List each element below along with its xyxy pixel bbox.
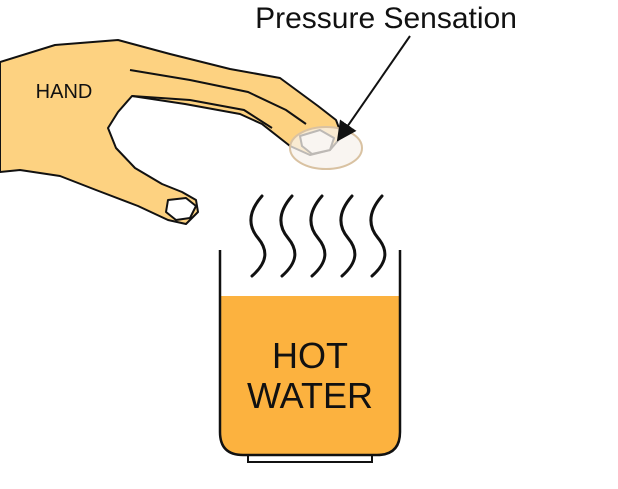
hand-shape (0, 39, 343, 225)
steam-wave-5 (369, 194, 387, 278)
thumb-nail (165, 197, 197, 221)
hot-label: HOT (272, 335, 348, 376)
water-label: WATER (247, 375, 373, 416)
hand-label: HAND (36, 81, 93, 103)
pressure-sensation-label: Pressure Sensation (255, 2, 517, 35)
hot-water-fill (221, 296, 399, 454)
steam-wave-4 (339, 194, 357, 278)
glass-outline (218, 250, 402, 457)
finger-crease-top (129, 69, 307, 125)
pointer-arrow-icon (336, 35, 411, 142)
pressure-spot (289, 126, 363, 170)
steam-wave-3 (309, 194, 327, 278)
steam-wave-1 (249, 194, 267, 278)
steam-wave-icon (249, 194, 387, 278)
steam-wave-2 (279, 194, 297, 278)
finger-crease-bottom (131, 95, 273, 129)
